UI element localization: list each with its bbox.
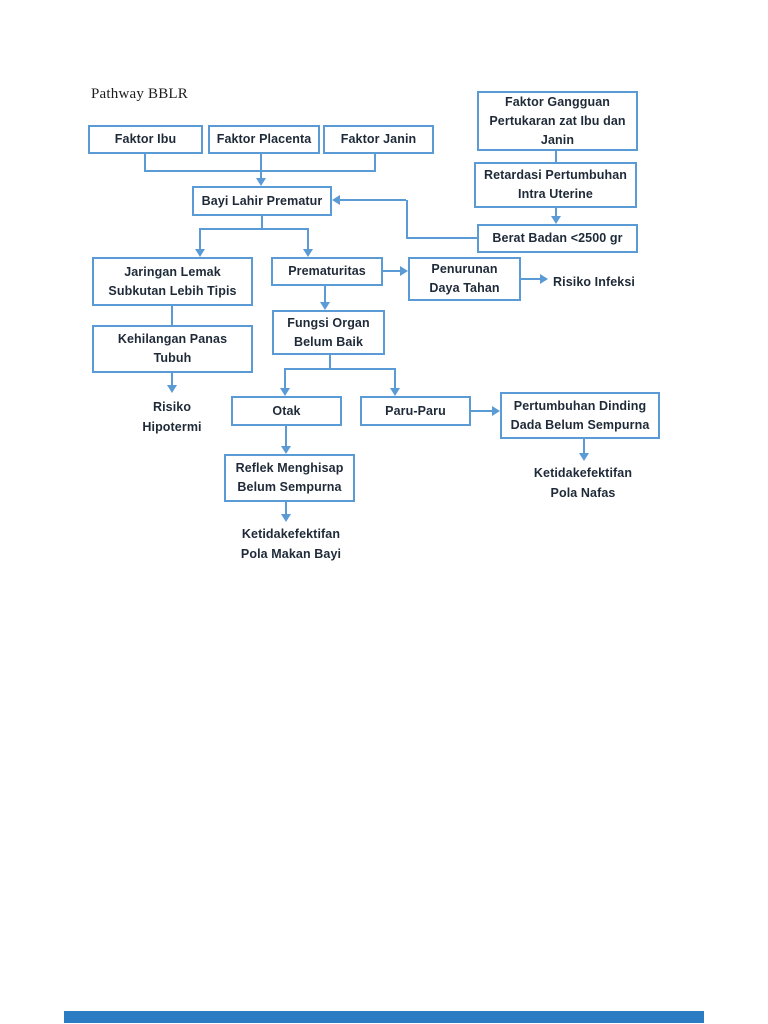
node-retardasi: Retardasi Pertumbuhan Intra Uterine bbox=[474, 162, 637, 208]
connector-paru-pertumbuhan bbox=[471, 410, 492, 412]
node-label: Otak bbox=[272, 403, 301, 418]
node-label: Retardasi Pertumbuhan bbox=[483, 168, 628, 182]
page-title: Pathway BBLR bbox=[91, 86, 188, 102]
arrowhead-into-prematuritas bbox=[303, 249, 313, 257]
node-label: Belum Sempurna bbox=[237, 480, 342, 494]
connector-bayi-down bbox=[261, 216, 263, 230]
connector-reflek-down bbox=[285, 502, 287, 514]
connector-prematuritas-penurunan bbox=[383, 270, 400, 272]
node-label: Fungsi Organ bbox=[287, 315, 370, 330]
outcome-ketidakefektifan-pola-nafas: Ketidakefektifan Pola Nafas bbox=[521, 463, 645, 503]
connector-to-jaringan bbox=[199, 228, 201, 249]
node-pertumbuhan-dinding: Pertumbuhan Dinding Dada Belum Sempurna bbox=[500, 392, 660, 439]
node-label: Faktor Gangguan bbox=[505, 94, 610, 109]
node-label: Pertumbuhan Dinding bbox=[513, 398, 647, 413]
arrowhead-into-pola-nafas bbox=[579, 453, 589, 461]
arrowhead-into-risiko-hipotermi bbox=[167, 385, 177, 393]
connector-gangguan-retardasi bbox=[555, 151, 557, 162]
arrowhead-into-reflek bbox=[281, 446, 291, 454]
arrowhead-into-bayi-right bbox=[332, 195, 340, 205]
connector-penurunan-infeksi bbox=[521, 278, 540, 280]
connector-faktor-placenta-down bbox=[260, 153, 262, 179]
arrowhead-into-pertumbuhan bbox=[492, 406, 500, 416]
arrowhead-into-penurunan bbox=[400, 266, 408, 276]
arrowhead-into-paru bbox=[390, 388, 400, 396]
connector-pertumbuhan-down bbox=[583, 439, 585, 453]
connector-bayi-bracket bbox=[199, 228, 309, 230]
node-reflek-menghisap: Reflek Menghisap Belum Sempurna bbox=[224, 454, 355, 502]
arrowhead-into-fungsi-organ bbox=[320, 302, 330, 310]
outcome-label: Pola Makan Bayi bbox=[240, 547, 342, 561]
node-faktor-janin: Faktor Janin bbox=[323, 125, 434, 154]
outcome-label: Ketidakefektifan bbox=[533, 466, 633, 480]
outcome-label: Ketidakefektifan bbox=[241, 527, 341, 541]
connector-to-otak bbox=[284, 368, 286, 388]
node-faktor-gangguan: Faktor Gangguan Pertukaran zat Ibu dan J… bbox=[477, 91, 638, 151]
node-label: Belum Baik bbox=[293, 334, 364, 349]
connector-faktor-janin-down bbox=[374, 153, 376, 172]
node-bayi-lahir-prematur: Bayi Lahir Prematur bbox=[192, 186, 332, 216]
node-label: Dada Belum Sempurna bbox=[510, 417, 650, 432]
outcome-label: Risiko bbox=[152, 400, 192, 414]
arrowhead-into-risiko-infeksi bbox=[540, 274, 548, 284]
arrowhead-into-pola-makan bbox=[281, 514, 291, 522]
outcome-ketidakefektifan-pola-makan: Ketidakefektifan Pola Makan Bayi bbox=[229, 524, 353, 564]
arrowhead-into-bayi-top bbox=[256, 178, 266, 186]
node-faktor-ibu: Faktor Ibu bbox=[88, 125, 203, 154]
node-label: Jaringan Lemak bbox=[124, 264, 221, 279]
node-fungsi-organ: Fungsi Organ Belum Baik bbox=[272, 310, 385, 355]
connector-berat-left bbox=[406, 237, 477, 239]
connector-berat-up bbox=[406, 200, 408, 239]
node-jaringan-lemak: Jaringan Lemak Subkutan Lebih Tipis bbox=[92, 257, 253, 306]
arrowhead-into-jaringan bbox=[195, 249, 205, 257]
node-paru-paru: Paru-Paru bbox=[360, 396, 471, 426]
connector-prematuritas-fungsi bbox=[324, 286, 326, 302]
node-label: Faktor Ibu bbox=[114, 132, 177, 146]
outcome-label: Pola Nafas bbox=[550, 486, 616, 500]
node-label: Bayi Lahir Prematur bbox=[201, 193, 323, 208]
node-penurunan-daya-tahan: Penurunan Daya Tahan bbox=[408, 257, 521, 301]
node-label: Kehilangan Panas bbox=[117, 332, 228, 346]
node-label: Penurunan bbox=[431, 262, 498, 276]
arrowhead-into-berat-badan bbox=[551, 216, 561, 224]
node-label: Subkutan Lebih Tipis bbox=[108, 283, 237, 298]
node-label: Daya Tahan bbox=[429, 281, 500, 295]
outcome-label: Risiko Infeksi bbox=[553, 275, 635, 289]
connector-fungsi-down bbox=[329, 355, 331, 370]
node-label: Janin bbox=[540, 132, 575, 147]
outcome-risiko-infeksi: Risiko Infeksi bbox=[548, 272, 640, 292]
connector-kehilangan-down bbox=[171, 373, 173, 386]
node-berat-badan: Berat Badan <2500 gr bbox=[477, 224, 638, 253]
node-prematuritas: Prematuritas bbox=[271, 257, 383, 286]
node-label: Reflek Menghisap bbox=[235, 461, 344, 475]
node-label: Prematuritas bbox=[288, 264, 366, 278]
connector-jaringan-kehilangan bbox=[171, 306, 173, 325]
connector-to-paru bbox=[394, 368, 396, 388]
viewer-bottom-bar bbox=[64, 1011, 704, 1023]
node-label: Pertukaran zat Ibu dan bbox=[489, 113, 626, 128]
node-faktor-placenta: Faktor Placenta bbox=[208, 125, 320, 154]
node-label: Tubuh bbox=[153, 351, 192, 365]
node-otak: Otak bbox=[231, 396, 342, 426]
connector-otak-reflek bbox=[285, 426, 287, 446]
arrowhead-into-otak bbox=[280, 388, 290, 396]
node-label: Faktor Placenta bbox=[216, 132, 312, 146]
connector-retardasi-berat bbox=[555, 207, 557, 217]
node-label: Intra Uterine bbox=[518, 187, 593, 201]
outcome-risiko-hipotermi: Risiko Hipotermi bbox=[120, 397, 224, 437]
node-label: Berat Badan <2500 gr bbox=[492, 231, 623, 245]
connector-to-prematuritas bbox=[307, 228, 309, 249]
connector-berat-to-bayi bbox=[340, 199, 406, 201]
node-kehilangan-panas: Kehilangan Panas Tubuh bbox=[92, 325, 253, 373]
connector-fungsi-bracket bbox=[284, 368, 396, 370]
outcome-label: Hipotermi bbox=[142, 420, 202, 434]
node-label: Paru-Paru bbox=[385, 403, 446, 418]
node-label: Faktor Janin bbox=[340, 132, 417, 146]
connector-faktor-ibu-down bbox=[144, 153, 146, 172]
